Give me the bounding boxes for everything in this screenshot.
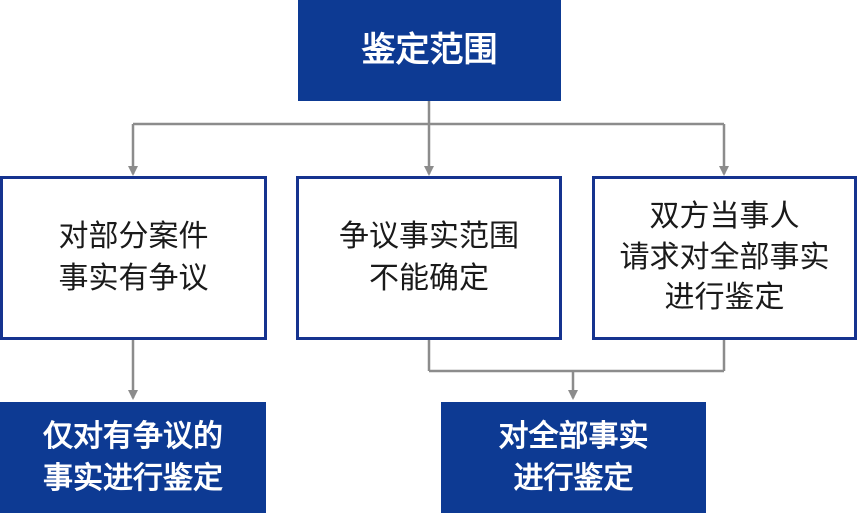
- node-case-a: 对部分案件 事实有争议: [0, 176, 267, 340]
- node-root-label: 鉴定范围: [361, 30, 498, 71]
- node-result-full-label: 对全部事实 进行鉴定: [498, 418, 649, 496]
- node-case-b-label: 争议事实范围 不能确定: [339, 219, 519, 296]
- node-result-partial-label: 仅对有争议的 事实进行鉴定: [43, 418, 223, 496]
- node-case-b: 争议事实范围 不能确定: [296, 176, 562, 340]
- node-root: 鉴定范围: [298, 0, 561, 101]
- node-result-partial: 仅对有争议的 事实进行鉴定: [0, 402, 266, 513]
- node-case-c: 双方当事人 请求对全部事实 进行鉴定: [592, 176, 857, 340]
- node-result-full: 对全部事实 进行鉴定: [441, 402, 706, 513]
- node-case-c-label: 双方当事人 请求对全部事实 进行鉴定: [619, 199, 830, 316]
- node-case-a-label: 对部分案件 事实有争议: [58, 219, 209, 296]
